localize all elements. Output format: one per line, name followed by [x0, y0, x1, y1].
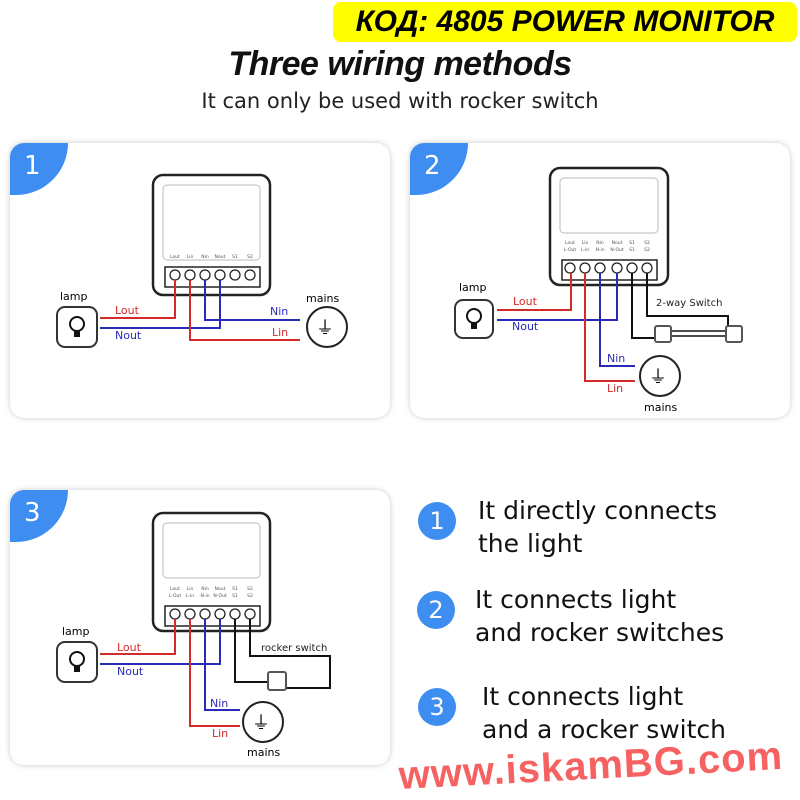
diagram-label: Lout — [117, 641, 142, 654]
step-number-badge: 3 — [418, 688, 456, 726]
mains-plug-icon: ⏚ — [639, 355, 681, 397]
wiring-panel-1: 1 Lout Lin Nin Nout S1 S2 Lout — [10, 143, 390, 418]
method-2-description: 2 It connects light and rocker switches — [417, 583, 724, 649]
diagram-label: lamp — [62, 625, 90, 638]
diagram-label: S1 — [232, 593, 238, 599]
diagram-label: Nin — [201, 586, 209, 592]
product-code-badge: КОД: 4805 POWER MONITOR — [333, 2, 797, 42]
diagram-label: N-Out — [610, 247, 624, 253]
diagram-label: Lin — [187, 586, 194, 592]
terminal-label: Nin — [201, 254, 209, 260]
wiring-diagram-1: Lout Lin Nin Nout S1 S2 Lout Nout Nin Li… — [56, 173, 348, 348]
diagram-label: Lout — [565, 240, 575, 246]
method-1-description: 1 It directly connects the light — [418, 494, 717, 560]
diagram-label: Nin — [607, 352, 625, 365]
diagram-label: lamp — [459, 281, 487, 294]
lamp-label: lamp — [60, 290, 88, 303]
nout-wire — [100, 280, 221, 329]
diagram-label: S1 — [232, 586, 238, 592]
step-text: and a rocker switch — [482, 715, 727, 744]
two-way-switch-icon — [654, 325, 743, 343]
diagram-label: L-Out — [169, 593, 182, 599]
mains-label: mains — [306, 292, 339, 305]
diagram-label: S2 — [644, 247, 650, 253]
switch-label: rocker switch — [261, 643, 327, 654]
diagram-label: Lin — [212, 727, 228, 740]
terminal-label: S2 — [247, 254, 253, 260]
lamp-icon — [454, 299, 494, 339]
diagram-label: S2 — [247, 586, 253, 592]
panel-number: 3 — [24, 498, 41, 528]
page-subtitle: It can only be used with rocker switch — [201, 89, 599, 113]
rocker-switch-icon — [267, 671, 287, 691]
step-text: It directly connects — [478, 496, 717, 525]
page-title: Three wiring methods — [228, 45, 572, 83]
diagram-label: Nout — [117, 665, 144, 678]
diagram-label: N-Out — [213, 593, 227, 599]
switch-label: 2-way Switch — [656, 298, 722, 309]
diagram-label: S1 — [629, 247, 635, 253]
diagram-label: ⏚ — [649, 367, 667, 388]
diagram-label: Lin — [607, 382, 623, 395]
diagram-label: S2 — [247, 593, 253, 599]
method-3-description: 3 It connects light and a rocker switch — [418, 680, 726, 746]
lin-label: Lin — [272, 326, 288, 339]
diagram-label: mains — [247, 746, 280, 759]
diagram-label: mains — [644, 401, 677, 414]
nout-label: Nout — [115, 329, 142, 342]
diagram-label: ⏚ — [316, 318, 334, 339]
diagram-label: L-in — [186, 593, 194, 599]
nin-label: Nin — [270, 305, 288, 318]
diagram-label: N-in — [200, 593, 209, 599]
diagram-label: L-Out — [564, 247, 577, 253]
diagram-label: Nout — [612, 240, 623, 246]
terminal-label: Lin — [187, 254, 194, 260]
step-text: It connects light — [475, 585, 677, 614]
terminal-label: Nout — [215, 254, 226, 260]
diagram-label: S2 — [644, 240, 650, 246]
diagram-label: S1 — [629, 240, 635, 246]
diagram-label: Lout — [170, 586, 180, 592]
lin-wire — [189, 280, 300, 341]
mains-plug-icon: ⏚ — [242, 701, 284, 743]
lout-wire — [100, 280, 176, 319]
step-text: It connects light — [482, 682, 684, 711]
diagram-label: ⏚ — [252, 713, 270, 734]
diagram-label: Nin — [210, 697, 228, 710]
diagram-label: Nin — [596, 240, 604, 246]
step-number-badge: 2 — [417, 591, 455, 629]
diagram-label: N-in — [595, 247, 604, 253]
step-text: and rocker switches — [475, 618, 725, 647]
step-text: the light — [478, 529, 583, 558]
lamp-icon — [56, 641, 98, 683]
lamp-icon — [56, 306, 98, 348]
nin-wire — [204, 280, 300, 321]
lout-label: Lout — [115, 304, 140, 317]
diagram-label: Nout — [215, 586, 226, 592]
diagram-label: Lin — [582, 240, 589, 246]
step-number-badge: 1 — [418, 502, 456, 540]
terminal-label: S1 — [232, 254, 238, 260]
panel-number: 2 — [424, 151, 441, 181]
diagram-label: Nout — [512, 320, 539, 333]
terminal-label: Lout — [170, 254, 180, 260]
mains-plug-icon: ⏚ — [306, 306, 348, 348]
panel-number: 1 — [24, 151, 41, 181]
panel-number-badge: 1 — [10, 143, 68, 195]
diagram-label: Lout — [513, 295, 538, 308]
device-module: Lout Lin Nin Nout S1 S2 — [151, 173, 272, 297]
diagram-label: L-in — [581, 247, 589, 253]
